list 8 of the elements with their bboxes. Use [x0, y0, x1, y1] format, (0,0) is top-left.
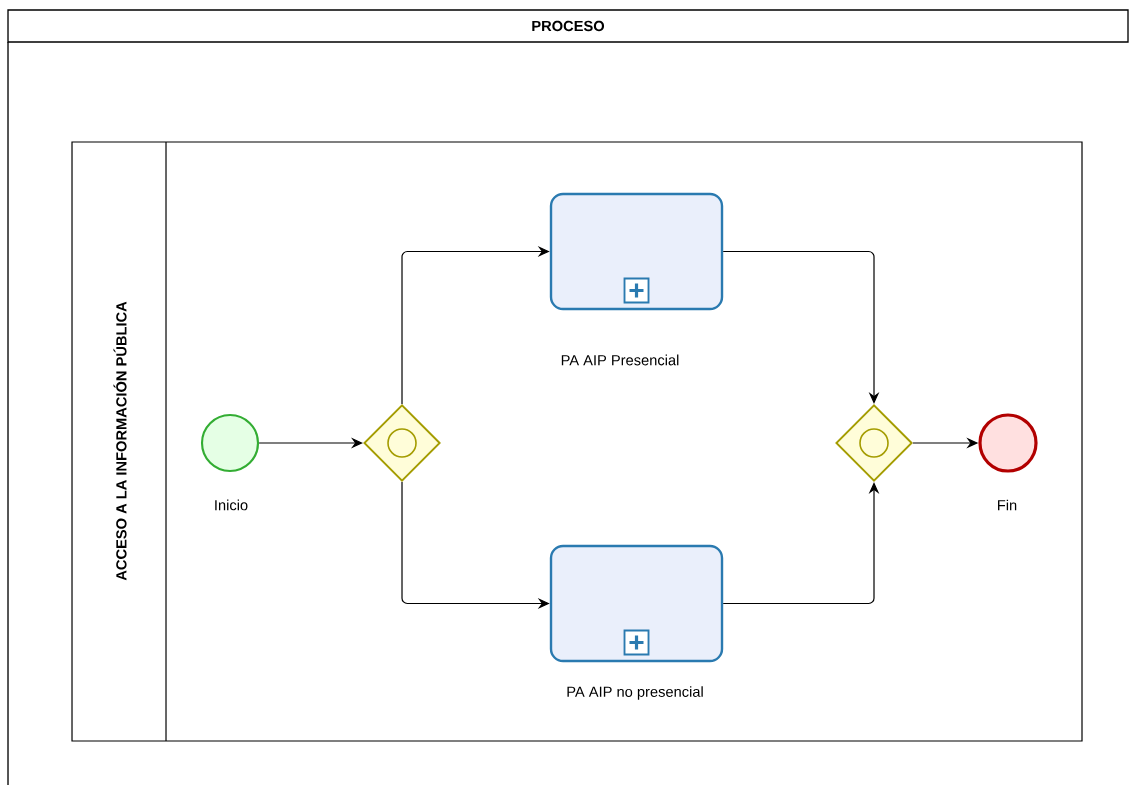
event-label: Fin [998, 499, 1017, 511]
gateway-diamond [835, 404, 913, 482]
lane-label: ACCESO A LA INFORMACIÓN PÚBLICA [113, 301, 127, 581]
header-bar: PROCESO [7, 9, 1129, 43]
event-label: PA AIP Presencial [561, 354, 679, 366]
event-label: Inicio [215, 499, 248, 511]
event-label: PA AIP no presencial [567, 686, 703, 700]
gateway-diamond [363, 404, 441, 482]
